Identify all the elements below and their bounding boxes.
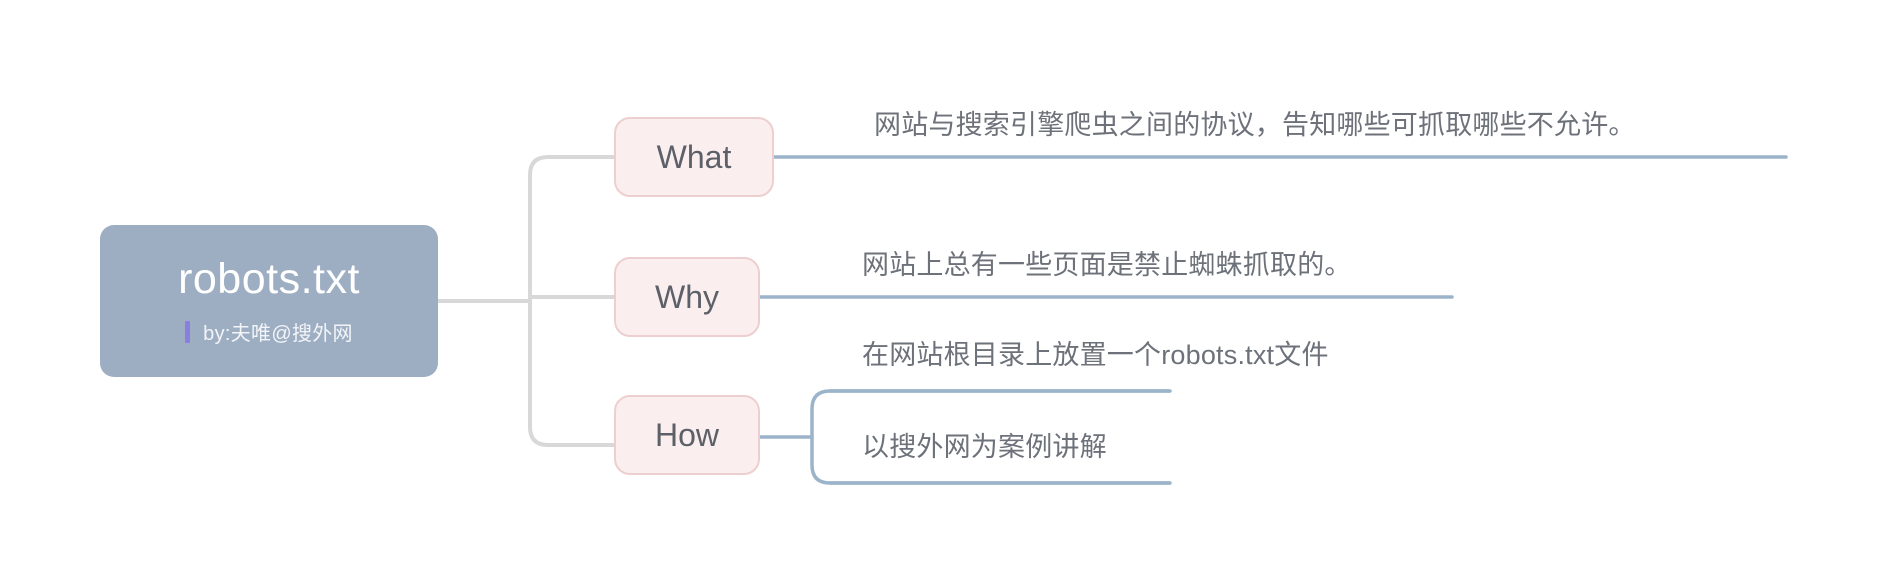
- root-node-title: robots.txt: [178, 254, 360, 303]
- connector-branch-bracket: [528, 155, 614, 447]
- accent-bar-icon: [185, 320, 191, 343]
- leaf-text-how-2[interactable]: 以搜外网为案例讲解: [862, 432, 1107, 462]
- root-node-byline-wrap: by:夫唯@搜外网: [185, 317, 353, 346]
- root-node[interactable]: robots.txt by:夫唯@搜外网: [100, 225, 438, 377]
- leaf-text-what-1[interactable]: 网站与搜索引擎爬虫之间的协议，告知哪些可抓取哪些不允许。: [874, 110, 1636, 140]
- branch-node-how[interactable]: How: [614, 395, 760, 475]
- branch-node-why[interactable]: Why: [614, 257, 760, 337]
- leaf-text-why-1[interactable]: 网站上总有一些页面是禁止蜘蛛抓取的。: [862, 250, 1352, 280]
- leaf-text-how-1[interactable]: 在网站根目录上放置一个robots.txt文件: [862, 340, 1329, 370]
- root-node-byline: by:夫唯@搜外网: [203, 323, 353, 346]
- branch-node-what[interactable]: What: [614, 117, 774, 197]
